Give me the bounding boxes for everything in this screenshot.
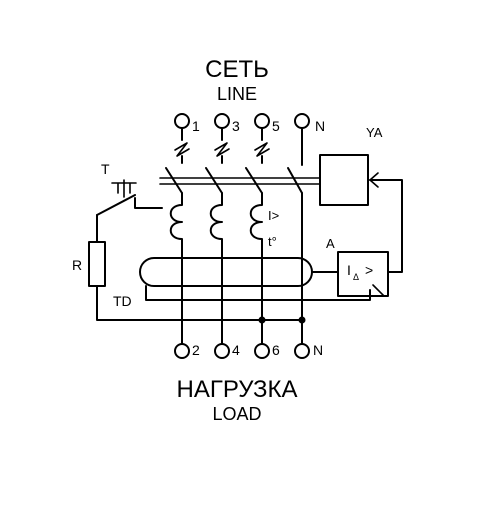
trip-coil-block: YA: [319, 125, 403, 273]
line-terminal-3-label: 3: [232, 118, 240, 134]
load-terminal-6-label: 6: [272, 342, 280, 358]
load-terminal-2-label: 2: [192, 342, 200, 358]
contact-pole-1: [165, 167, 183, 194]
amplifier-block: A I Δ >: [326, 236, 389, 297]
overcurrent-label: I>: [268, 208, 279, 223]
amplifier-box: [337, 251, 389, 297]
line-terminal-n: [294, 113, 310, 129]
coil-pole-5: [249, 192, 263, 256]
arc-mark-3: [214, 142, 230, 157]
test-circuit: T R: [72, 161, 306, 324]
line-terminal-3: [214, 113, 230, 129]
trip-coil-box: [319, 154, 369, 206]
arc-mark-1: [174, 142, 190, 157]
amplifier-label: A: [326, 236, 335, 251]
load-terminal-2: [174, 343, 190, 359]
load-terminal-4-label: 4: [232, 342, 240, 358]
incoming-conductors: [174, 127, 303, 166]
residual-current-sub: Δ: [353, 272, 359, 282]
line-terminal-n-label: N: [315, 118, 325, 134]
test-button-icon: [111, 179, 137, 198]
coil-pole-3: [209, 192, 223, 256]
main-contacts: [159, 167, 321, 194]
load-terminals: 2 4 6 N: [174, 342, 323, 359]
footer-title-ru: НАГРУЗКА: [176, 376, 297, 403]
line-terminal-1: [174, 113, 190, 129]
line-terminal-5-label: 5: [272, 118, 280, 134]
coil-pole-1: [169, 192, 183, 256]
load-terminal-6: [254, 343, 270, 359]
residual-current-sign: >: [365, 262, 373, 278]
header-title-en: LINE: [217, 84, 257, 104]
thermal-label: t°: [268, 234, 277, 249]
line-terminal-1-label: 1: [192, 118, 200, 134]
contact-pole-n: [287, 167, 303, 194]
line-terminal-5: [254, 113, 270, 129]
overcurrent-coils: I> t°: [169, 192, 303, 256]
differential-transformer: TD: [113, 257, 371, 309]
contact-pole-5: [245, 167, 263, 194]
load-terminal-n-label: N: [313, 342, 323, 358]
residual-current-main: I: [347, 262, 351, 278]
footer-title-en: LOAD: [212, 404, 261, 424]
trip-coil-label: YA: [366, 125, 383, 140]
load-terminal-n: [294, 343, 310, 359]
header-title-ru: СЕТЬ: [205, 56, 269, 83]
arc-mark-5: [254, 142, 270, 157]
test-button-label: T: [101, 161, 110, 177]
line-terminals: 1 3 5 N: [174, 113, 325, 134]
resistor-label: R: [72, 257, 82, 273]
contact-pole-3: [205, 167, 223, 194]
junction-n: [298, 316, 306, 324]
resistor: [88, 241, 106, 287]
load-terminal-4: [214, 343, 230, 359]
transformer-core: [139, 257, 313, 287]
transformer-label: TD: [113, 293, 132, 309]
